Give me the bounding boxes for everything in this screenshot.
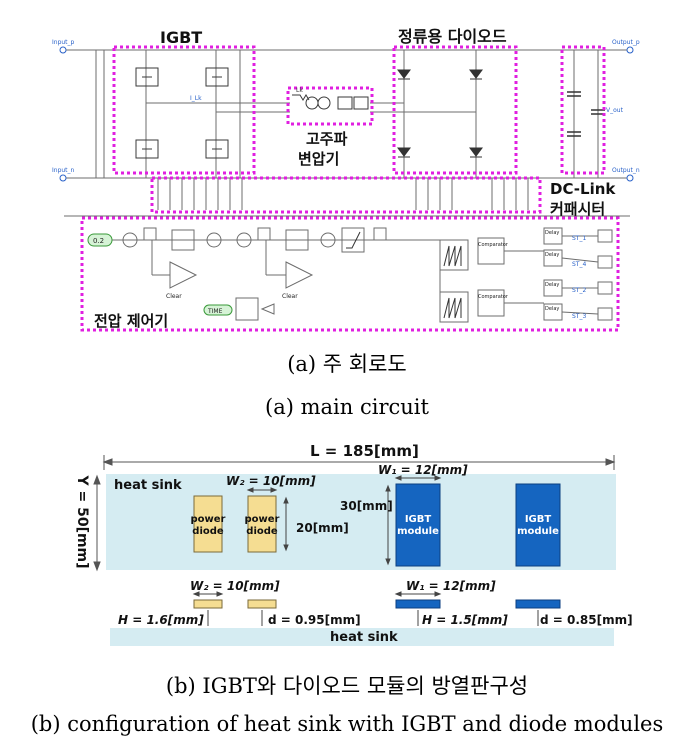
label-h-diode: H = 1.6[mm]	[118, 613, 204, 627]
width-arrow	[93, 474, 101, 572]
label-igbt: IGBT	[160, 28, 202, 47]
dclink-capacitors	[567, 91, 605, 137]
label-power-diode-left-2: diode	[192, 526, 224, 537]
node-delay-3: Delay	[545, 282, 559, 288]
label-20mm: 20[mm]	[296, 521, 349, 535]
gate-st2: ST_2	[572, 287, 586, 294]
label-hf-transformer-2: 변압기	[298, 150, 339, 168]
label-w1-side: W₁ = 12[mm]	[406, 579, 496, 593]
label-power-diode-right-2: diode	[246, 526, 278, 537]
label-dclink-2: 커패시터	[550, 200, 605, 218]
rectifier-diodes	[397, 69, 483, 158]
label-w2-side: W₂ = 10[mm]	[190, 579, 280, 593]
diode-side-right	[247, 599, 277, 609]
gate-st1: ST_1	[572, 235, 586, 242]
label-w2-top: W₂ = 10[mm]	[226, 474, 316, 488]
label-power-diode-right: power	[245, 514, 280, 525]
node-i-lk: I_Lk	[190, 95, 202, 102]
side-dimension-lines	[192, 591, 539, 626]
igbt-switches	[135, 67, 229, 159]
length-arrow	[102, 455, 616, 470]
diode-side-left	[193, 599, 223, 609]
node-input-n: Input_n	[52, 167, 75, 174]
node-comparator-2: Comparator	[478, 294, 509, 300]
label-dclink-1: DC-Link	[550, 180, 616, 198]
transformer-symbol	[292, 94, 369, 110]
caption-b-korean: (b) IGBT와 다이오드 모듈의 방열판구성	[165, 674, 529, 698]
label-igbt-module-left-2: module	[397, 526, 439, 537]
label-d-diode: d = 0.95[mm]	[268, 613, 361, 627]
gate-st3: ST_3	[572, 313, 586, 320]
power-diode-left	[193, 495, 223, 553]
node-time: TIME	[207, 308, 223, 315]
terminals	[59, 46, 634, 182]
node-lk: Lk	[296, 87, 303, 94]
node-delay-1: Delay	[545, 230, 559, 236]
power-diode-right	[247, 495, 277, 553]
label-igbt-module-left: IGBT	[405, 514, 432, 525]
ref-tags	[87, 233, 233, 316]
label-width: Y = 50[mm]	[74, 474, 90, 568]
node-input-p: Input_p	[52, 39, 75, 46]
label-hf-transformer-1: 고주파	[306, 130, 348, 148]
node-clear-1: Clear	[166, 293, 182, 300]
gate-st4: ST_4	[572, 261, 586, 268]
highlight-frames	[80, 45, 620, 332]
label-power-diode-left: power	[191, 514, 226, 525]
label-d-igbt: d = 0.85[mm]	[540, 613, 633, 627]
node-delay-2: Delay	[545, 252, 559, 258]
node-output-p: Output_p	[612, 39, 640, 46]
node-delay-4: Delay	[545, 306, 559, 312]
label-igbt-module-right: IGBT	[525, 514, 552, 525]
label-length: L = 185[mm]	[310, 442, 419, 460]
controller-diagram	[106, 227, 613, 323]
top-dimension-lines	[246, 475, 442, 566]
caption-a-korean: (a) 주 회로도	[287, 352, 407, 376]
label-30mm: 30[mm]	[340, 499, 393, 513]
label-heat-sink-bottom: heat sink	[330, 630, 398, 645]
igbt-module-left	[395, 483, 441, 567]
igbt-side-right	[515, 599, 561, 609]
node-v-out: V_out	[606, 107, 624, 114]
label-igbt-module-right-2: module	[517, 526, 559, 537]
heatsink-plate-bottom	[110, 628, 614, 646]
sawtooth-sources	[443, 245, 462, 319]
igbt-module-right	[515, 483, 561, 567]
label-h-igbt: H = 1.5[mm]	[422, 613, 508, 627]
node-dc-ref: 0.2	[93, 237, 104, 245]
limiter-block	[346, 231, 361, 249]
label-rect-diode: 정류용 다이오드	[398, 27, 507, 46]
node-comparator-1: Comparator	[478, 242, 509, 248]
label-heat-sink-top: heat sink	[114, 478, 182, 493]
label-w1-top: W₁ = 12[mm]	[378, 463, 468, 477]
node-clear-2: Clear	[282, 293, 298, 300]
caption-a-english: (a) main circuit	[265, 395, 429, 419]
label-controller: 전압 제어기	[94, 312, 168, 330]
igbt-side-left	[395, 599, 441, 609]
caption-b-english: (b) configuration of heat sink with IGBT…	[30, 712, 664, 736]
node-output-n: Output_n	[612, 167, 640, 174]
